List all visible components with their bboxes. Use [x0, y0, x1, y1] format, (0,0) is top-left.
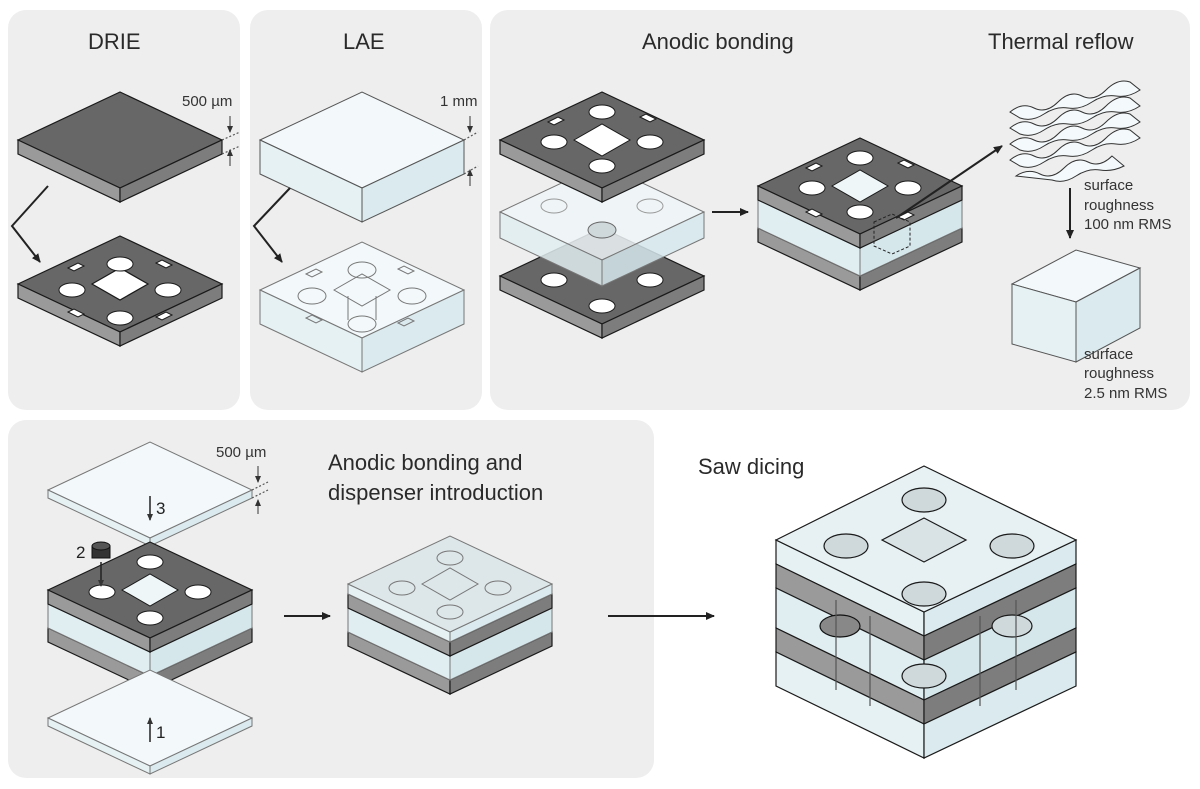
silicon-frame-etched — [16, 235, 224, 347]
smooth-surface-cube — [1010, 249, 1142, 363]
lae-thickness-marker — [463, 116, 479, 186]
diced-cell — [774, 465, 1078, 759]
anodic-title: Anodic bonding — [642, 29, 794, 54]
assembly-thickness-marker — [251, 466, 269, 514]
sealed-stack — [346, 535, 554, 695]
reflow-before-line2: roughness — [1084, 197, 1154, 214]
zoom-arrow — [895, 145, 1003, 219]
lae-thickness-label: 1 mm — [440, 93, 478, 110]
drie-thickness-marker — [221, 116, 241, 166]
reflow-title: Thermal reflow — [988, 29, 1134, 54]
reflow-before-line3: 100 nm RMS — [1084, 216, 1172, 233]
reflow-after-line3: 2.5 nm RMS — [1084, 385, 1167, 402]
assembly-title-line2: dispenser introduction — [328, 480, 543, 505]
top-glass-lid — [46, 441, 254, 547]
bonded-stack — [756, 137, 964, 291]
reflow-after-line2: roughness — [1084, 365, 1154, 382]
step-3-label: 3 — [156, 499, 165, 518]
panel-drie — [8, 10, 240, 410]
dispenser-pellet — [91, 541, 111, 559]
glass-frame-etched — [258, 241, 466, 373]
glass-wafer-blank — [258, 91, 466, 223]
lae-title: LAE — [343, 29, 385, 54]
rough-surface-cube — [1009, 80, 1141, 182]
lae-process-arrow — [252, 187, 291, 263]
step-1-label: 1 — [156, 723, 165, 742]
drie-process-arrow — [10, 185, 49, 263]
assembly-stack — [46, 541, 254, 691]
assembly-thickness-label: 500 µm — [216, 444, 266, 461]
drie-thickness-label: 500 µm — [182, 93, 232, 110]
exploded-stack — [498, 91, 706, 339]
assembly-title-line1: Anodic bonding and — [328, 450, 523, 475]
drie-title: DRIE — [88, 29, 141, 54]
dicing-title: Saw dicing — [698, 454, 804, 479]
reflow-after-line1: surface — [1084, 346, 1133, 363]
step-2-label: 2 — [76, 543, 85, 562]
reflow-before-line1: surface — [1084, 177, 1133, 194]
